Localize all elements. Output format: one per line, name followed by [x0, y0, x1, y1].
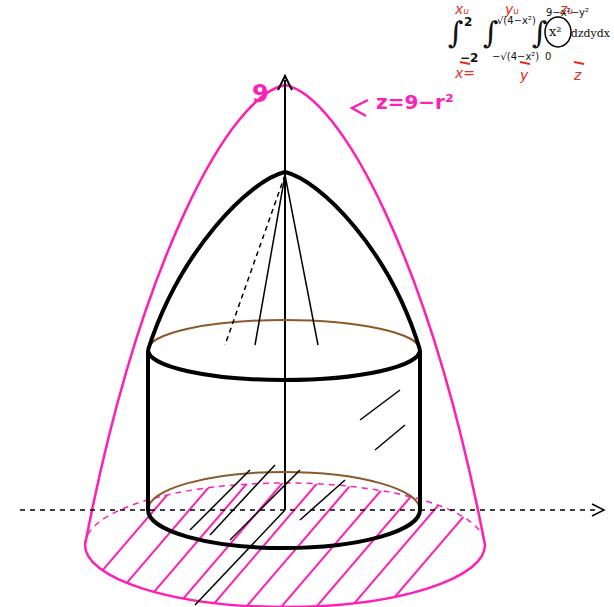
base-hatch	[60, 480, 495, 607]
integral-sign: ∫	[532, 18, 548, 48]
integrand: x²	[549, 25, 562, 38]
cap-guide	[285, 175, 318, 345]
axis-arrow	[592, 504, 604, 516]
solid-rim	[148, 350, 420, 380]
axis-annotation: yᵤ	[505, 2, 519, 16]
paraboloid-base	[85, 545, 485, 607]
bound-mark	[574, 62, 584, 64]
solid-bottom	[148, 510, 420, 548]
height-label: 9	[252, 82, 269, 106]
disk-outline	[148, 320, 420, 380]
axis-annotation: xᵤ	[455, 2, 469, 16]
cap-guide	[255, 175, 285, 345]
integral-sign: ∫	[483, 18, 499, 48]
x-axis	[195, 510, 285, 605]
lower-bound: −2	[460, 52, 478, 64]
upper-bound: √(4−x²)	[497, 16, 536, 26]
shade-strokes	[190, 390, 405, 540]
z-axis	[284, 80, 286, 510]
paraboloid-edge	[285, 85, 485, 545]
surface-equation: z=9−r²	[376, 92, 454, 112]
highlight-circle	[545, 17, 571, 47]
cylinder-side	[146, 350, 150, 510]
axis-arrow	[278, 76, 292, 90]
pointer-arrow	[352, 100, 368, 116]
differentials: dzdydx	[571, 28, 610, 39]
cylinder-side	[418, 350, 422, 510]
cap-guide	[225, 175, 285, 345]
variable-annotation: y	[520, 68, 528, 82]
disk-outline	[148, 472, 420, 548]
variable-annotation: z	[574, 68, 581, 82]
bound-mark	[520, 62, 530, 64]
solid-cap	[148, 172, 420, 350]
upper-bound: 9−x²−y²	[546, 8, 589, 18]
paraboloid-edge	[85, 85, 285, 545]
lower-bound: 0	[545, 52, 551, 62]
integral-sign: ∫	[448, 18, 464, 48]
lower-bound: −√(4−x²)	[492, 52, 539, 62]
upper-bound: 2	[464, 16, 472, 28]
variable-annotation: x=	[455, 66, 475, 80]
